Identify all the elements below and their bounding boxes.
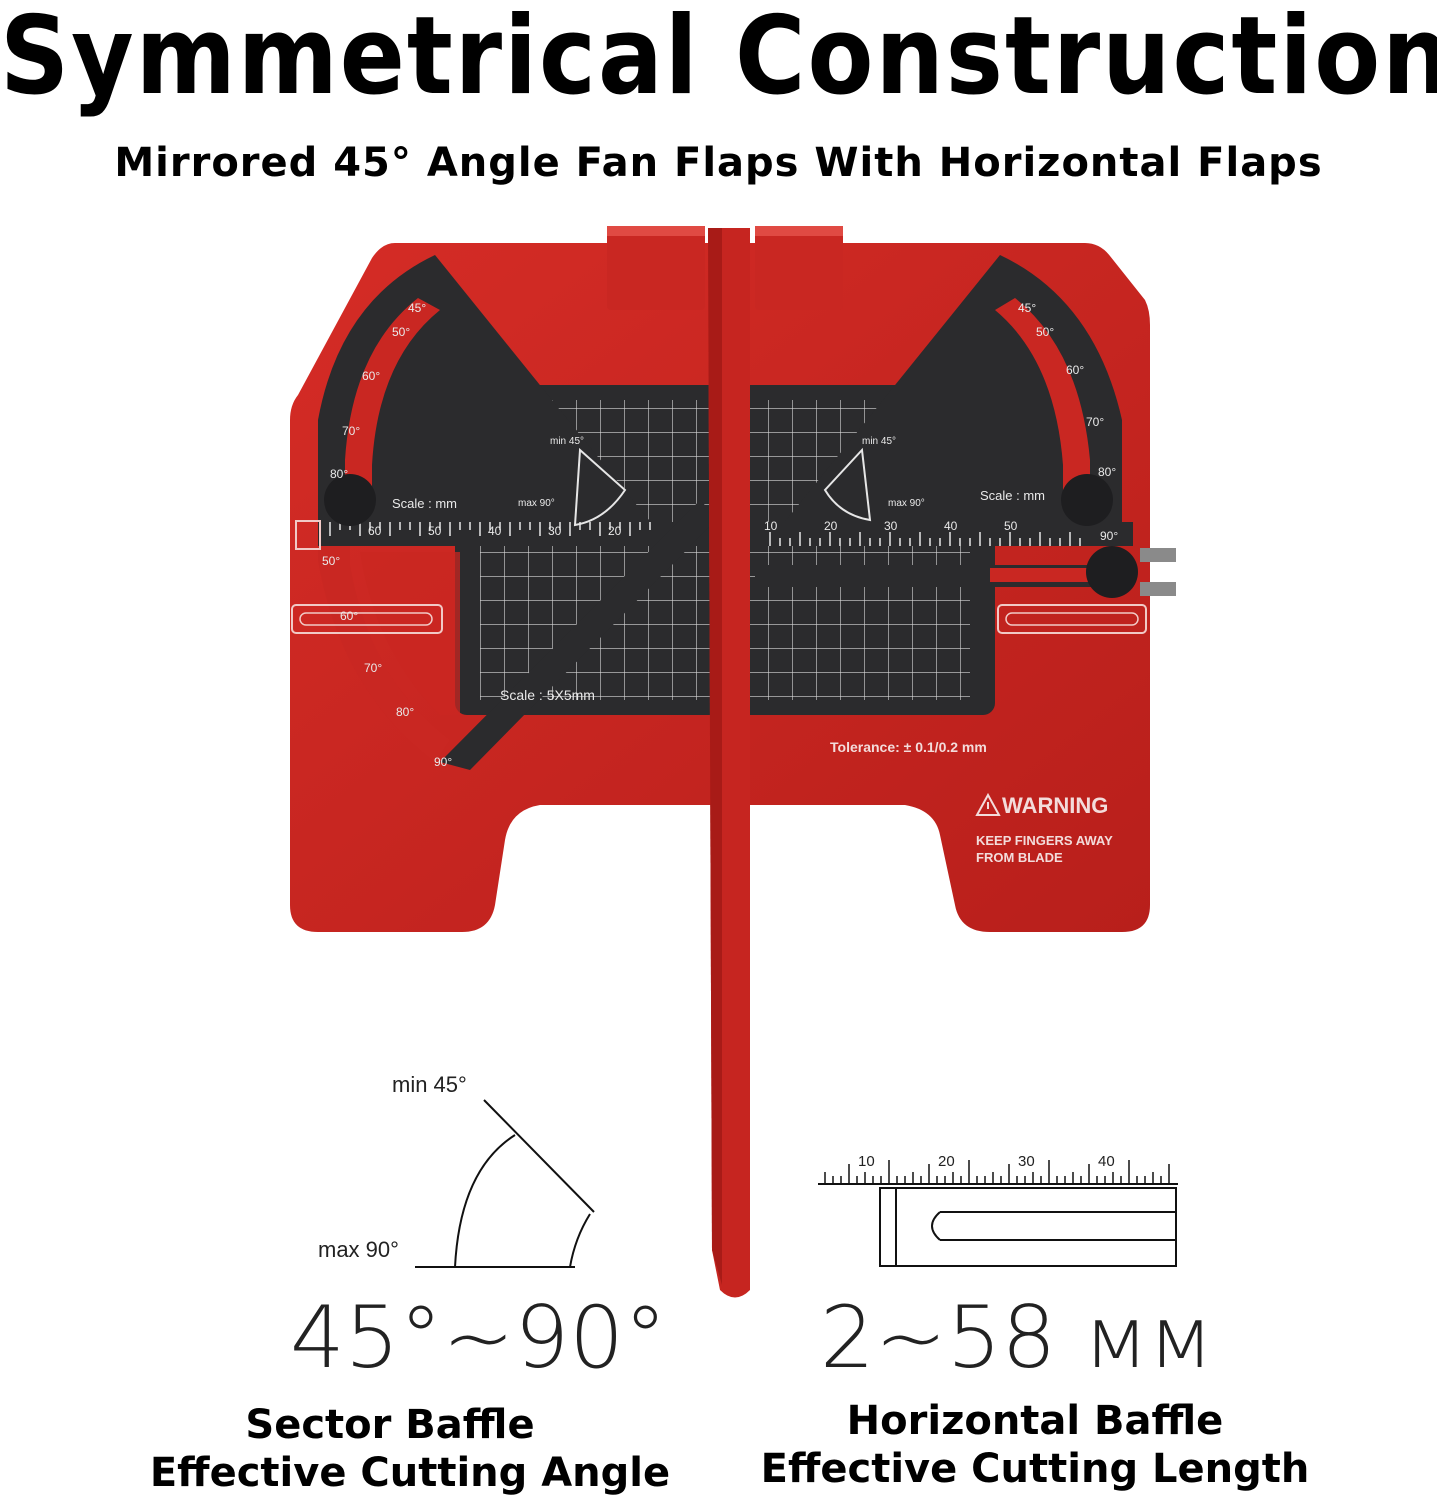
- right-max-label: max 90°: [888, 498, 925, 509]
- horizontal-caption-line-2: Effective Cutting Length: [760, 1446, 1310, 1492]
- sector-caption-line-2: Effective Cutting Angle: [149, 1450, 671, 1496]
- angle-mark-bl-3: 70°: [364, 661, 382, 675]
- right-scale-label: Scale : mm: [980, 488, 1045, 503]
- sector-min-label: min 45°: [392, 1072, 467, 1097]
- ruler-left-num-4: 30: [548, 524, 562, 538]
- page-subtitle: Mirrored 45° Angle Fan Flaps With Horizo…: [114, 140, 1323, 186]
- angle-mark-tr-2: 50°: [1036, 325, 1054, 339]
- angle-mark-tr-1: 45°: [1018, 301, 1036, 315]
- ruler-right-num-5: 50: [1004, 519, 1018, 533]
- angle-mark-bl-2: 60°: [340, 609, 358, 623]
- warning-title: WARNING: [1002, 793, 1108, 818]
- sector-caption-line-1: Sector Baffle: [245, 1402, 535, 1448]
- right-min-label: min 45°: [862, 436, 896, 447]
- sector-max-label: max 90°: [318, 1237, 399, 1262]
- horizontal-caption-line-1: Horizontal Baffle: [846, 1398, 1224, 1444]
- ruler-right-num-4: 40: [944, 519, 958, 533]
- angle-mark-tl-4: 70°: [342, 424, 360, 438]
- ruler-left-num-2: 50: [428, 524, 442, 538]
- ruler-right-num-2: 20: [824, 519, 838, 533]
- left-scale-label: Scale : mm: [392, 496, 457, 511]
- ruler-left-num-5: 20: [608, 524, 622, 538]
- warning-icon: [975, 792, 1001, 816]
- angle-mark-tr-3: 60°: [1066, 363, 1084, 377]
- page-title: Symmetrical Construction: [0, 0, 1437, 119]
- sector-range-label: 45°~90°: [290, 1288, 667, 1388]
- angle-mark-bl-1: 50°: [322, 554, 340, 568]
- h-ruler-num-2: 20: [938, 1153, 955, 1170]
- angle-mark-tr-5: 80°: [1098, 465, 1116, 479]
- horizontal-baffle-diagram: [818, 1183, 1178, 1267]
- left-knob[interactable]: [324, 474, 376, 526]
- angle-mark-bl-5: 90°: [434, 755, 452, 769]
- h-ruler-num-3: 30: [1018, 1153, 1035, 1170]
- warning-line-2: FROM BLADE: [976, 850, 1063, 865]
- grid-scale-label: Scale : 5X5mm: [500, 687, 595, 703]
- tolerance-label: Tolerance: ± 0.1/0.2 mm: [830, 739, 987, 755]
- h-ruler-num-4: 40: [1098, 1153, 1115, 1170]
- angle-mark-tl-3: 60°: [362, 369, 380, 383]
- angle-mark-tl-5: 80°: [330, 467, 348, 481]
- warning-line-1: KEEP FINGERS AWAY: [976, 833, 1113, 848]
- ruler-right-num-1: 10: [764, 519, 778, 533]
- angle-mark-tl-1: 45°: [408, 301, 426, 315]
- angle-mark-tl-2: 50°: [392, 325, 410, 339]
- angle-mark-tr-4: 70°: [1086, 415, 1104, 429]
- h-ruler-num-1: 10: [858, 1153, 875, 1170]
- slide-knob[interactable]: [1086, 546, 1138, 598]
- sector-diagram: [415, 1099, 595, 1268]
- left-max-label: max 90°: [518, 498, 555, 509]
- horizontal-range-label: 2~58 мм: [820, 1288, 1214, 1388]
- diagonal-ruler: [440, 500, 718, 770]
- ruler-left-num-1: 60: [368, 524, 382, 538]
- left-min-label: min 45°: [550, 436, 584, 447]
- ruler-left-num-3: 40: [488, 524, 502, 538]
- right-knob[interactable]: [1061, 474, 1113, 526]
- ruler-right-num-3: 30: [884, 519, 898, 533]
- angle-mark-bl-4: 80°: [396, 705, 414, 719]
- ruler-right-num-6: 90°: [1100, 529, 1118, 543]
